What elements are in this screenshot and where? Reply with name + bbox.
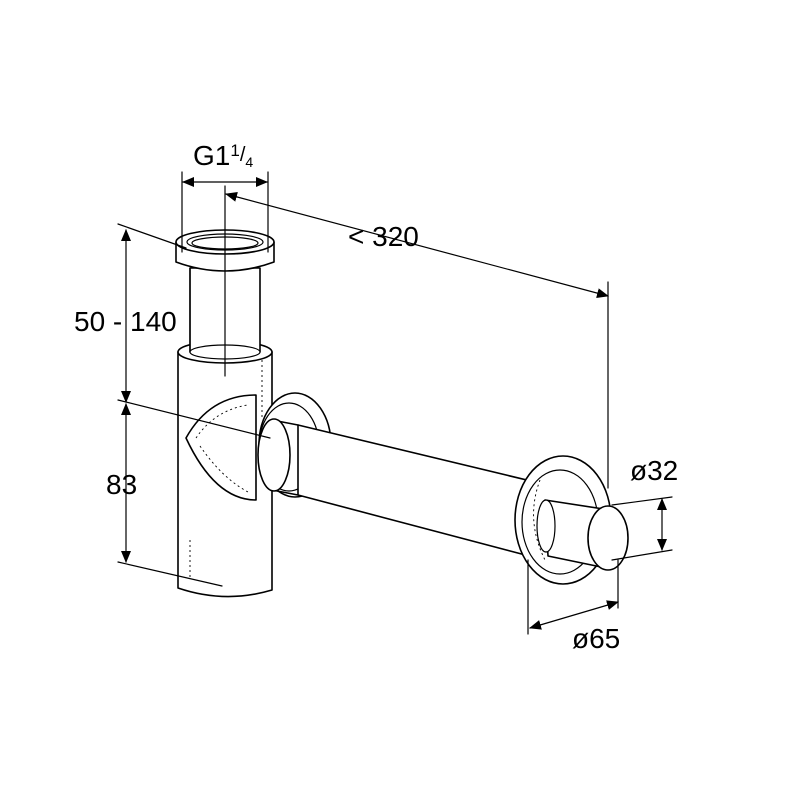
height-adjust-label: 50 - 140 xyxy=(74,306,177,337)
d32-ext-top xyxy=(611,496,673,506)
d32-ext-bottom xyxy=(611,549,673,561)
dimension-labels: G11/4 < 320 50 - 140 83 ø32 ø65 xyxy=(74,140,678,654)
height-ext-top xyxy=(117,223,187,249)
height-ext-bottom xyxy=(117,561,223,587)
height-ext-mid xyxy=(117,399,271,439)
drain-pipe xyxy=(257,392,629,585)
length-dim-line xyxy=(225,192,609,298)
dimension-lines xyxy=(117,171,673,635)
height-fixed-label: 83 xyxy=(106,469,137,500)
thread-label: G11/4 xyxy=(193,140,253,171)
rosette-diameter-label: ø65 xyxy=(572,623,620,654)
length-label: < 320 xyxy=(348,221,419,252)
pipe-diameter-label: ø32 xyxy=(630,455,678,486)
d65-dim-line xyxy=(529,600,619,630)
